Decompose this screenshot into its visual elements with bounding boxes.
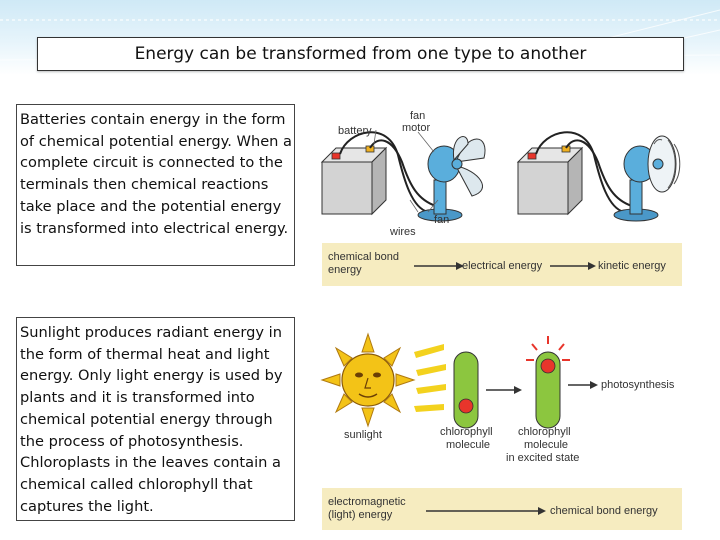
fan-label: fan — [434, 214, 450, 226]
chlorophyll-molecule-icon — [453, 351, 479, 429]
fan-motor-label-line2: motor — [402, 122, 431, 134]
molecule-1-line1: chlorophyll — [440, 426, 493, 438]
wires-label: wires — [390, 226, 416, 238]
excited-chlorophyll-icon — [526, 336, 570, 429]
fan-motor-label-line1: fan — [410, 110, 426, 122]
battery-1-icon — [320, 145, 388, 216]
energy-flow-band-2: electromagnetic (light) energy chemical … — [322, 488, 682, 530]
light-rays-icon — [414, 344, 446, 412]
photosynthesis-label: photosynthesis — [601, 379, 675, 391]
battery-text-highlight: chemical potential — [38, 132, 174, 150]
slide-title: Energy can be transformed from one type … — [37, 37, 684, 71]
band2-start-line2: (light) energy — [328, 509, 393, 521]
molecule-1-line2: molecule — [446, 439, 491, 451]
battery-text-part1: Batteries contain energy in the form of — [20, 111, 286, 150]
band1-middle: electrical energy — [462, 260, 543, 272]
sunlight-figure: photosynthesis sunlight chlorophyll mole… — [318, 330, 684, 530]
energy-flow-band-1: chemical bond energy electrical energy k… — [322, 243, 682, 286]
arrow-3-icon — [426, 507, 546, 515]
battery-fan-figure: battery fan motor fan wires chemical bon… — [318, 100, 684, 286]
battery-description: Batteries contain energy in the form of … — [16, 104, 295, 266]
fan-2-icon — [613, 135, 681, 222]
molecule-2-line1: chlorophyll — [518, 426, 571, 438]
band2-end: chemical bond energy — [550, 505, 658, 517]
arrow-1-icon — [414, 262, 464, 270]
battery-2-icon — [516, 145, 584, 216]
sun-icon — [320, 332, 416, 428]
battery-fan-illustration — [320, 129, 681, 222]
fan-1-icon — [417, 136, 486, 222]
band1-start-line1: chemical bond — [328, 251, 399, 263]
sunlight-description: Sunlight produces radiant energy in the … — [16, 317, 295, 521]
arrow-2-icon — [550, 262, 596, 270]
battery-text-part2: energy. When a complete circuit is conne… — [20, 132, 293, 237]
battery-label: battery — [338, 125, 372, 137]
band1-start-line2: energy — [328, 264, 362, 276]
band2-start-line1: electromagnetic — [328, 496, 406, 508]
band1-end: kinetic energy — [598, 260, 666, 272]
photosynthesis-illustration — [320, 332, 598, 429]
molecule-2-line2: molecule — [524, 439, 569, 451]
molecule-2-line3: in excited state — [506, 452, 580, 464]
sunlight-label: sunlight — [344, 429, 382, 441]
